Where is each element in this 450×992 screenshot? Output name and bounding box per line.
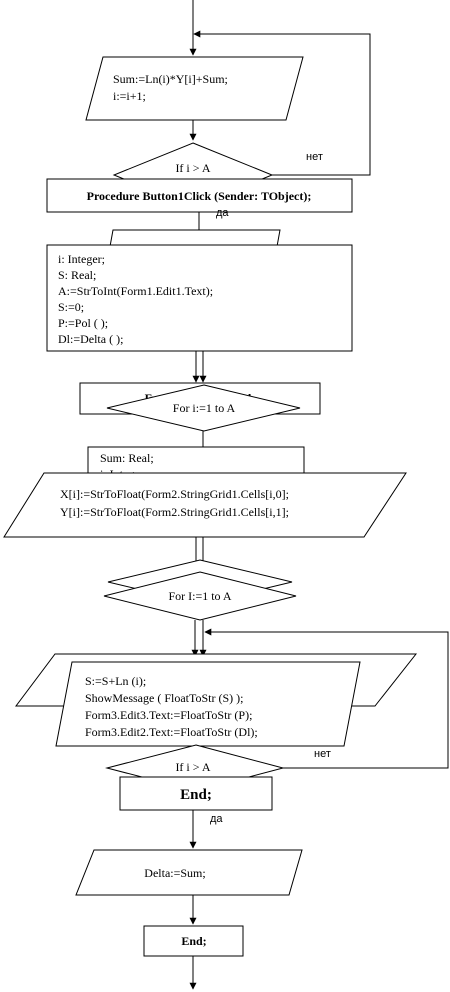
for-loop-2-diamond: For I:=1 to A [103, 571, 297, 621]
var-line-5: P:=Pol ( ); [58, 316, 108, 330]
sum-process-parallelogram: Sum:=Ln(i)*Y[i]+Sum; i:=i+1; [85, 56, 304, 121]
assign-line: Delta:=Sum; [144, 866, 205, 880]
loop2-condition: If i > A [175, 760, 210, 774]
output-line-3: Form3.Edit3.Text:=FloatToStr (P); [85, 708, 252, 722]
for-loop-1: For i:=1 to A [173, 401, 236, 415]
procedure-header-box: Procedure Button1Click (Sender: TObject)… [46, 178, 353, 213]
var-line-2: S: Real; [58, 268, 96, 282]
end-big-box: End; [119, 776, 273, 811]
sum-line: Sum:=Ln(i)*Y[i]+Sum; [113, 72, 228, 86]
func-var-1: Sum: Real; [100, 451, 154, 465]
end-small-box: End; [143, 925, 244, 957]
for-loop-2: For I:=1 to A [168, 589, 231, 603]
procedure-header: Procedure Button1Click (Sender: TObject)… [87, 189, 312, 203]
assign-parallelogram: Delta:=Sum; [75, 849, 303, 896]
loop2-yes-label: да [210, 813, 223, 825]
var-line-4: S:=0; [58, 300, 84, 314]
end-small: End; [181, 934, 206, 948]
output-parallelogram: S:=S+Ln (i); ShowMessage ( FloatToStr (S… [55, 661, 361, 747]
read-line-y: Y[i]:=StrToFloat(Form2.StringGrid1.Cells… [60, 505, 289, 519]
output-line-4: Form3.Edit2.Text:=FloatToStr (Dl); [85, 725, 258, 739]
var-line-1: i: Integer; [58, 252, 105, 266]
vars-block: i: Integer; S: Real; A:=StrToInt(Form1.E… [46, 244, 353, 352]
end-big: End; [180, 787, 212, 803]
loop1-no-label: нет [306, 151, 323, 163]
var-line-3: A:=StrToInt(Form1.Edit1.Text); [58, 284, 213, 298]
read-data-parallelogram: X[i]:=StrToFloat(Form2.StringGrid1.Cells… [3, 472, 407, 538]
loop2-back-line [204, 628, 449, 769]
loop1-yes-label: да [216, 207, 229, 219]
output-line-1: S:=S+Ln (i); [85, 674, 146, 688]
var-line-6: Dl:=Delta ( ); [58, 332, 123, 346]
increment-line: i:=i+1; [113, 89, 146, 103]
loop-back-line [193, 30, 371, 176]
read-line-x: X[i]:=StrToFloat(Form2.StringGrid1.Cells… [60, 487, 289, 501]
loop2-no-label: нет [314, 748, 331, 760]
loop1-condition: If i > A [175, 161, 210, 175]
output-line-2: ShowMessage ( FloatToStr (S) ); [85, 691, 243, 705]
for-loop-1-diamond: For i:=1 to A [106, 384, 301, 432]
